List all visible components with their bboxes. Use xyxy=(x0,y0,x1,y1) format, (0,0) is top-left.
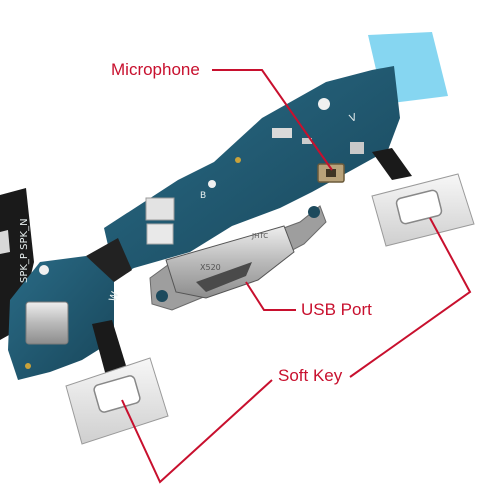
microphone-leader-line xyxy=(212,69,333,171)
soft-key-leader-line-left xyxy=(121,379,273,484)
microphone-label: Microphone xyxy=(111,60,200,79)
usb-port-opening xyxy=(196,262,252,292)
silkscreen-b: B xyxy=(200,191,207,201)
left-ribbon-cable-stripe xyxy=(0,230,10,254)
shield-can xyxy=(25,301,69,345)
left-softkey-flex xyxy=(92,320,128,376)
soft-key-leader-line-right xyxy=(349,217,472,378)
flex-connector xyxy=(86,238,132,282)
left-soft-key-pad xyxy=(93,375,141,413)
right-soft-key-pad xyxy=(395,189,443,225)
bracket-screw-hole-right xyxy=(308,206,320,218)
usb-port-leader-line xyxy=(245,281,296,311)
right-softkey-flex xyxy=(372,148,412,180)
microphone-hole xyxy=(326,169,336,177)
usb-port-housing xyxy=(165,225,295,299)
smd-components xyxy=(25,98,364,369)
silkscreen-spk: SPK_P SPK_N xyxy=(19,218,30,283)
left-ribbon-cable xyxy=(0,188,34,340)
usb-port-label: USB Port xyxy=(301,300,372,319)
connector-code: X520 xyxy=(200,263,221,272)
soft-key-label: Soft Key xyxy=(278,366,343,385)
main-pcb xyxy=(104,66,400,276)
bracket-screw-hole-left xyxy=(156,290,168,302)
connector-brand: JHTC xyxy=(252,232,269,240)
